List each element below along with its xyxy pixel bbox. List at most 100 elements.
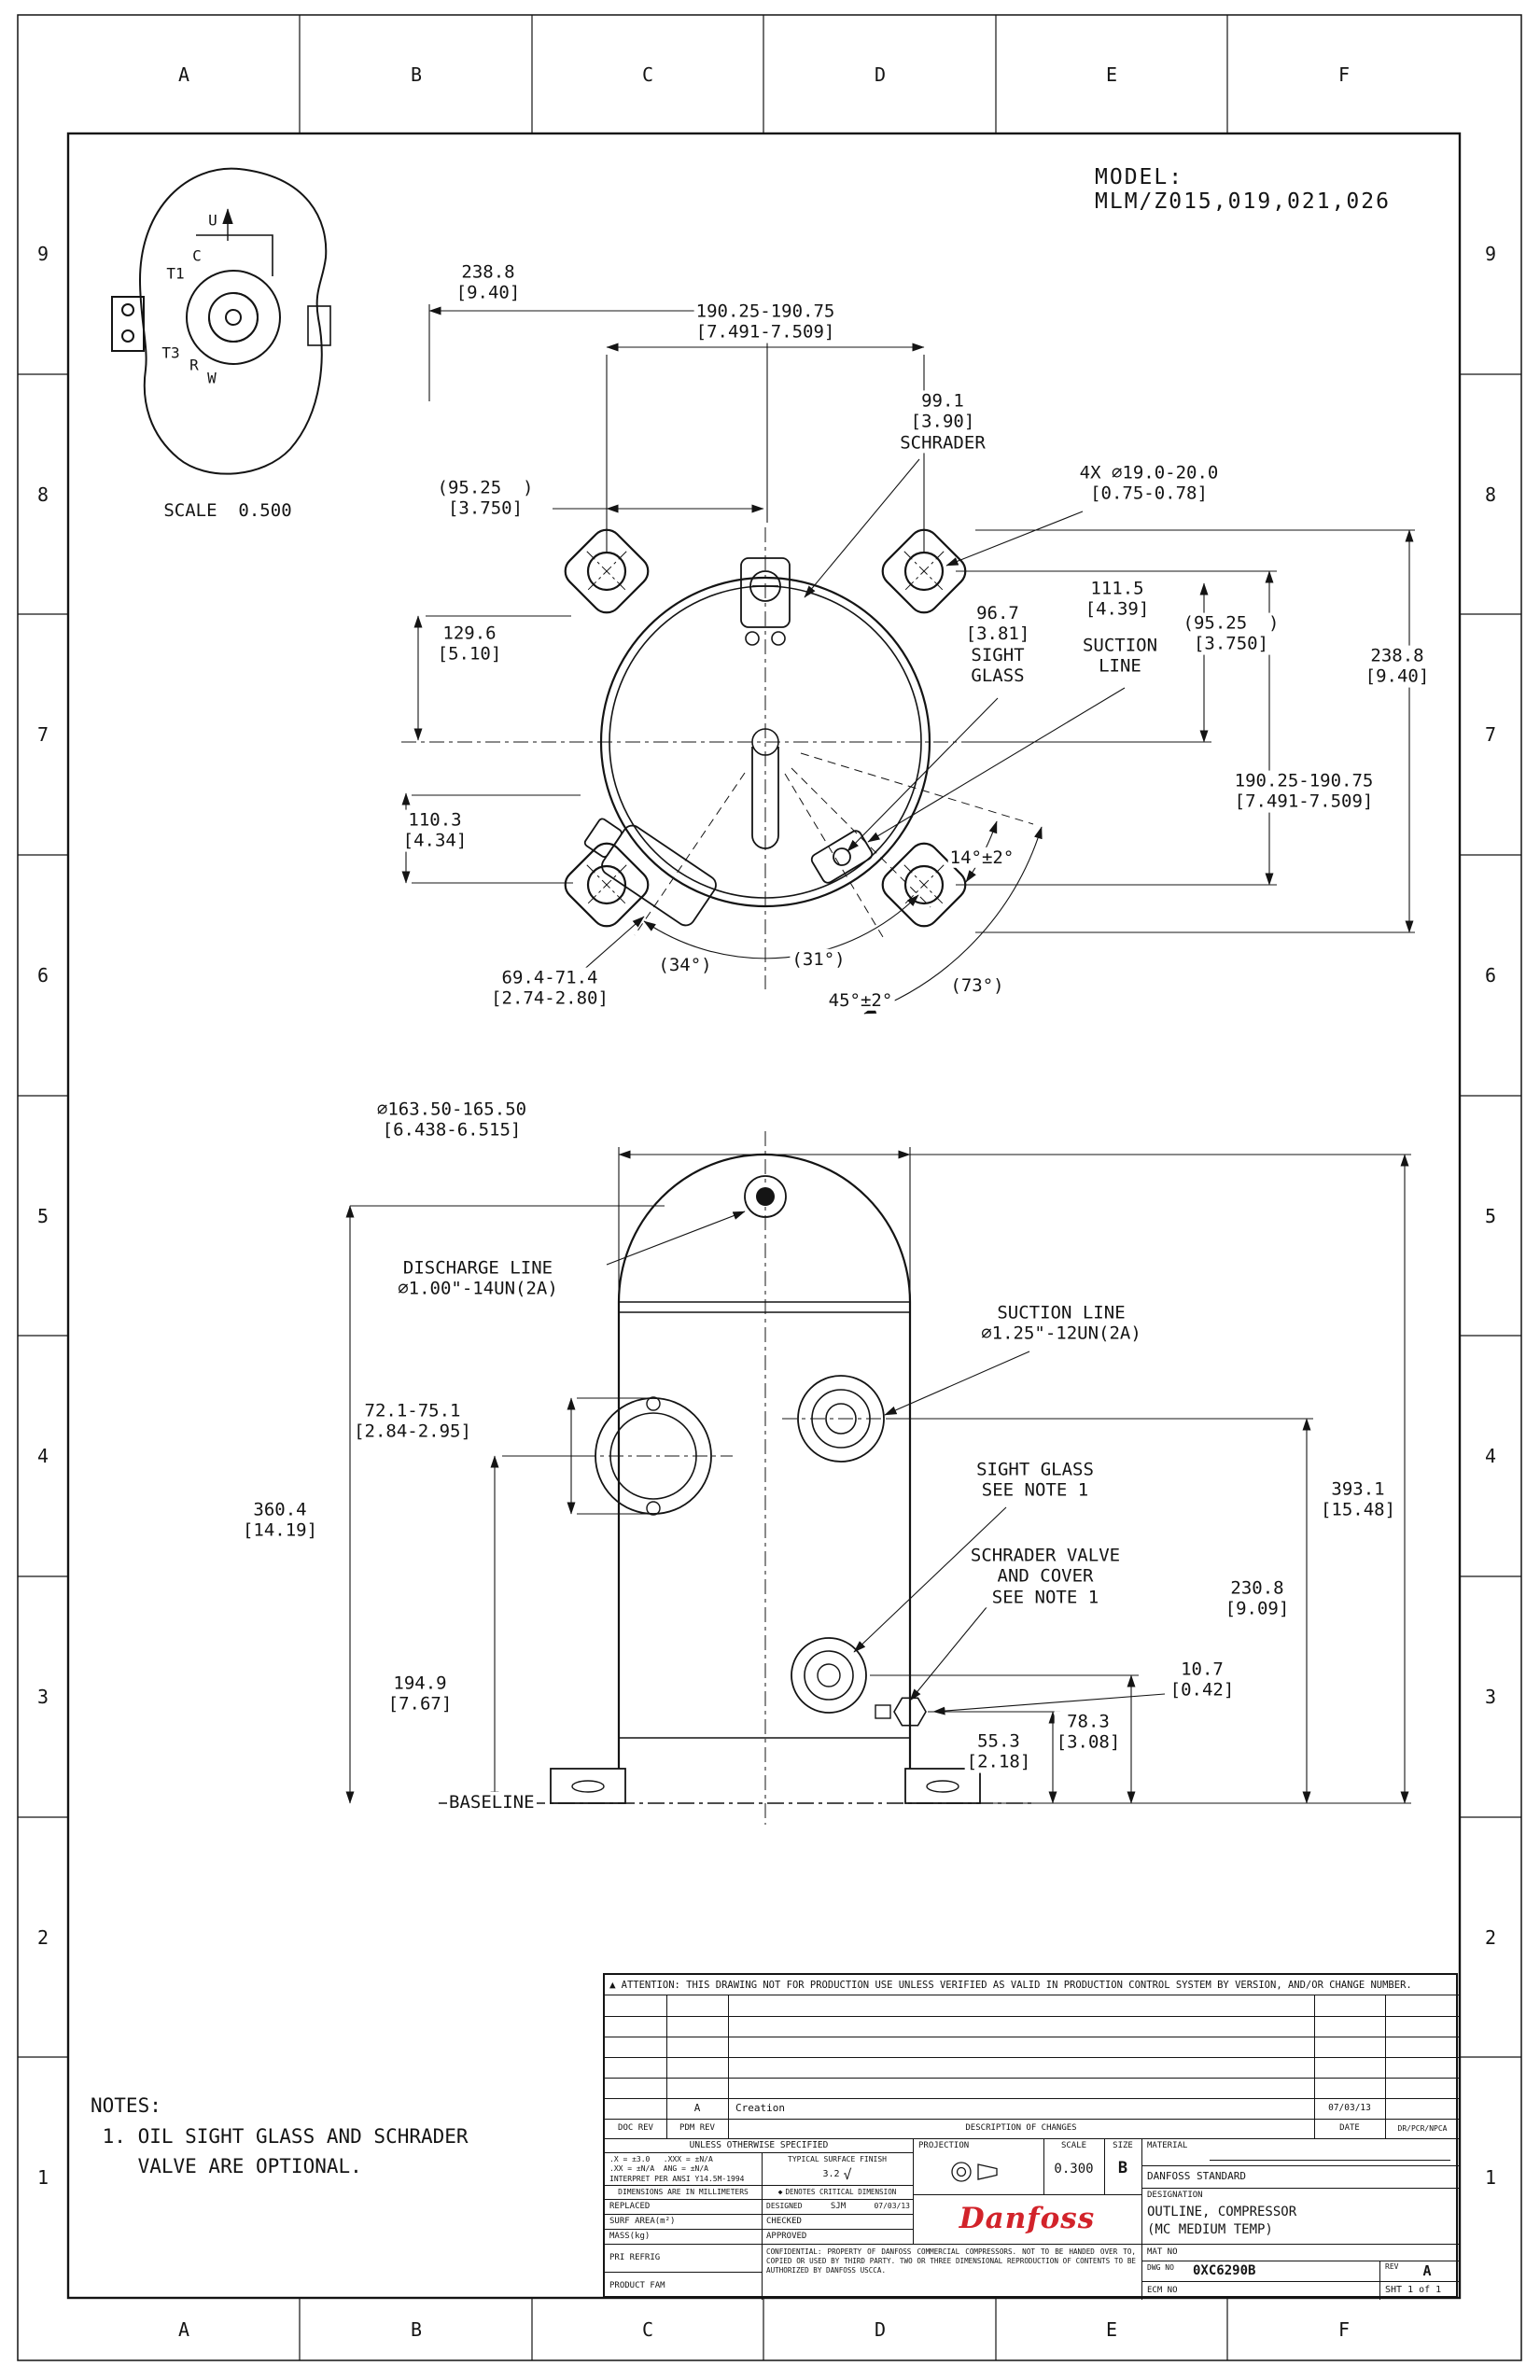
attention-bar: ▲ ATTENTION: THIS DRAWING NOT FOR PRODUC…: [605, 1975, 1460, 1995]
dim-230: 230.8 [9.09]: [1223, 1577, 1292, 1620]
dim-ref-left: (95.25 ) [3.750]: [435, 477, 536, 520]
grid-row-label: 8: [36, 483, 49, 506]
designation-label: DESIGNATION: [1147, 2190, 1203, 2200]
grid-row-label: 3: [36, 1686, 49, 1708]
designed-by: SJM: [830, 2201, 847, 2211]
designed-date: 07/03/13: [874, 2202, 910, 2211]
grid-col-label: A: [177, 63, 190, 86]
grid-col-label: A: [177, 2318, 190, 2341]
angle-73: (73°): [948, 974, 1006, 997]
dimensions-units-note: DIMENSIONS ARE IN MILLIMETERS: [618, 2187, 749, 2196]
side-view-drawing: [550, 1131, 981, 1825]
pri-refrig-label: PRI REFRIG: [609, 2252, 661, 2262]
rev-label: REV: [1385, 2262, 1399, 2272]
side-view-dimensions: [345, 1147, 1411, 1804]
header-pdm-rev: PDM REV: [679, 2123, 715, 2134]
top-view-drawing: [401, 522, 1034, 989]
dim-mount-holes: 4X ⌀19.0-20.0 [0.75-0.78]: [1077, 462, 1221, 505]
dim-360: 360.4 [14.19]: [240, 1499, 320, 1542]
unless-otherwise-specified: UNLESS OTHERWISE SPECIFIED: [689, 2139, 829, 2150]
grid-col-label: E: [1105, 2318, 1118, 2341]
dim-ref-right: (95.25 ) [3.750]: [1181, 612, 1281, 655]
section-label-t3: T3: [160, 343, 182, 363]
grid-row-label: 3: [1484, 1686, 1497, 1708]
model-title: MODEL: MLM/Z015,019,021,026: [1095, 165, 1391, 214]
grid-col-label: C: [641, 2318, 654, 2341]
dim-393: 393.1 [15.48]: [1318, 1478, 1398, 1521]
grid-row-label: 4: [1484, 1445, 1497, 1467]
product-fam-label: PRODUCT FAM: [609, 2280, 665, 2290]
dim-110: 110.3 [4.34]: [400, 809, 469, 852]
angle-14: 14°±2°: [947, 847, 1016, 869]
dim-bolt-span-right: 190.25-190.75 [7.491-7.509]: [1232, 770, 1376, 813]
grid-row-label: 4: [36, 1445, 49, 1467]
grid-row-label: 7: [1484, 723, 1497, 746]
grid-col-label: E: [1105, 63, 1118, 86]
size-value: B: [1117, 2158, 1128, 2177]
title-block: ▲ ATTENTION: THIS DRAWING NOT FOR PRODUC…: [603, 1973, 1460, 2300]
dwg-no-value: 0XC6290B: [1193, 2262, 1256, 2278]
dim-sight-glass-offset: 96.7 [3.81] SIGHT GLASS: [963, 603, 1032, 687]
danfoss-logo: Danfoss: [959, 2201, 1096, 2235]
dim-129: 129.6 [5.10]: [435, 623, 504, 665]
sheet-label: SHT 1 of 1: [1385, 2285, 1442, 2295]
dim-schrader-offset: 99.1 [3.90] SCHRADER: [898, 390, 987, 454]
grid-row-label: 9: [1484, 243, 1497, 265]
checked-label: CHECKED: [766, 2216, 802, 2226]
grid-row-label: 1: [36, 2166, 49, 2189]
designed-label: DESIGNED: [766, 2202, 803, 2211]
grid-col-label: F: [1337, 63, 1351, 86]
grid-row-label: 6: [1484, 964, 1497, 987]
designation-value: OUTLINE, COMPRESSOR (MC MEDIUM TEMP): [1147, 2205, 1297, 2237]
dwg-no-label: DWG NO: [1147, 2263, 1174, 2273]
section-scale-note: SCALE 0.500: [161, 499, 294, 522]
grid-col-label: B: [410, 2318, 423, 2341]
grid-row-label: 1: [1484, 2166, 1497, 2189]
dim-overall-height-top: 238.8 [9.40]: [1363, 645, 1432, 688]
section-label-t1: T1: [164, 264, 187, 284]
mass-label: MASS(kg): [609, 2231, 651, 2241]
grid-row-label: 5: [36, 1205, 49, 1227]
rev-value: A: [1422, 2262, 1432, 2279]
header-date: DATE: [1339, 2123, 1360, 2134]
grid-row-label: 5: [1484, 1205, 1497, 1227]
scale-value: 0.300: [1054, 2161, 1094, 2177]
top-view-dimensions: [401, 304, 1415, 1015]
dim-shell-diameter: ⌀163.50-165.50 [6.438-6.515]: [374, 1099, 529, 1141]
grid-row-label: 9: [36, 243, 49, 265]
baseline-label: BASELINE: [447, 1791, 537, 1813]
dim-suction-offset: 111.5 [4.39]: [1083, 578, 1152, 621]
attention-icon: ▲: [609, 1979, 616, 1991]
rev-entry-description: Creation: [735, 2102, 785, 2115]
material-label: MATERIAL: [1147, 2140, 1188, 2150]
angle-45: 45°±2°: [826, 989, 895, 1012]
critical-dimension-note: DENOTES CRITICAL DIMENSION: [785, 2187, 897, 2196]
surface-finish-value: 3.2: [822, 2169, 840, 2179]
confidential-note: CONFIDENTIAL: PROPERTY OF DANFOSS COMMER…: [766, 2247, 1136, 2275]
angle-31: (31°): [790, 948, 847, 971]
suction-callout: SUCTION LINE ⌀1.25"-12UN(2A): [979, 1302, 1143, 1345]
section-label-w: W: [205, 369, 218, 388]
drawing-notes: NOTES: 1. OIL SIGHT GLASS AND SCHRADER V…: [91, 2094, 469, 2178]
header-dr-pcr-npca: DR/PCR/NPCA: [1397, 2123, 1448, 2133]
grid-col-label: C: [641, 63, 654, 86]
tolerance-notes: .X = ±3.0 .XXX = ±N/A .XX = ±N/A ANG = ±…: [609, 2155, 745, 2183]
angle-34: (34°): [656, 954, 714, 976]
size-label: SIZE: [1113, 2140, 1133, 2150]
replaced-label: REPLACED: [609, 2201, 651, 2211]
schrader-callout: SCHRADER VALVE AND COVER SEE NOTE 1: [968, 1545, 1123, 1608]
danfoss-standard: DANFOSS STANDARD: [1147, 2170, 1246, 2183]
critical-dimension-icon: ◆: [777, 2187, 783, 2196]
section-label-r: R: [188, 356, 201, 375]
grid-col-label: F: [1337, 2318, 1351, 2341]
dim-55: 55.3 [2.18]: [964, 1730, 1033, 1773]
dim-bolt-span-top: 190.25-190.75 [7.491-7.509]: [693, 301, 837, 343]
section-label-u: U: [206, 211, 219, 231]
sight-glass-callout: SIGHT GLASS SEE NOTE 1: [974, 1459, 1096, 1502]
scale-label: SCALE: [1060, 2140, 1087, 2150]
grid-row-label: 2: [36, 1926, 49, 1949]
mat-no-label: MAT NO: [1147, 2247, 1178, 2257]
dim-78: 78.3 [3.08]: [1054, 1711, 1123, 1754]
grid-col-label: D: [874, 63, 887, 86]
